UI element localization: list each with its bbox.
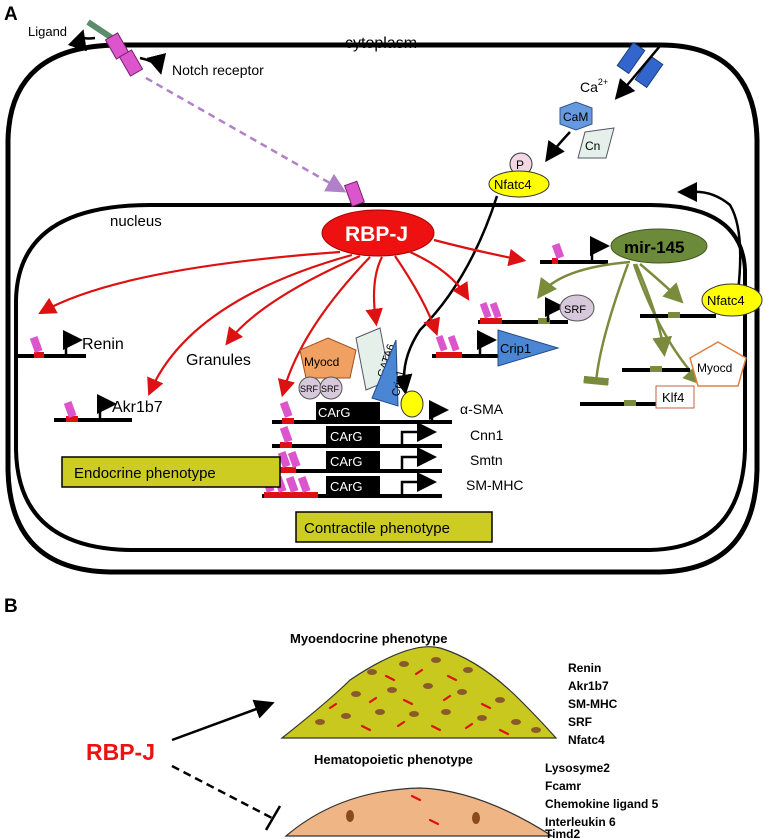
contractile-phenotype-box [295,511,493,543]
myoendocrine-rods [328,668,510,736]
hematopoietic-granule-2 [472,812,480,824]
panel-b-label: B [4,596,18,617]
hematopoietic-rod-1 [410,794,422,802]
nfatc4-cytoplasm-label: Nfatc4 [494,177,532,192]
cam-label: CaM [563,110,588,124]
calcium-label: Ca2+ [580,77,608,95]
contractile-phenotype-label: Contractile phenotype [304,520,450,537]
crip1-triangle [497,329,560,367]
akr1b7-gene [54,394,132,422]
carg-label-1: CArG [318,405,351,420]
renin-label: Renin [82,336,124,353]
cytoplasm-label: cytoplasm [345,35,417,52]
target-smmhc: SM-MHC [466,477,524,493]
carg-label-2: CArG [330,429,363,444]
rbpj-target-arrows [38,238,527,398]
hematopoietic-gene-3: Interleukin 6 [545,815,616,829]
carg-label-3: CArG [330,454,363,469]
hematopoietic-mound [284,787,555,837]
nfatc4-promoter-dot [400,390,424,418]
renin-gene [16,330,86,358]
myoendocrine-gene-list: Renin Akr1b7 SM-MHC SRF Nfatc4 [568,661,618,747]
klf4-label: Klf4 [662,390,684,405]
carg-row-4 [261,472,442,498]
myoendocrine-title: Myoendocrine phenotype [290,631,447,646]
klf4-gene [580,400,656,406]
repression-line [171,764,273,820]
nfatc4-nucleus [701,283,763,317]
cn-label: Cn [585,139,600,153]
cn-shape [577,127,615,159]
phosphate-label: P [516,158,524,172]
myocd-gene [622,366,690,372]
carg-row-1 [272,400,452,424]
rbpj-panel-b-label: RBP-J [86,739,155,765]
myoendocrine-gene-1: Akr1b7 [568,679,609,693]
notch-signal-arrow [145,76,347,193]
nfatc4-export-arrow [677,182,742,293]
ligand-label: Ligand [28,24,67,39]
myocd-left-label: Myocd [304,355,339,369]
cell-membrane [5,42,760,575]
repression-bar [264,805,282,831]
panel-a-label: A [4,4,18,25]
nfatc4-nucleus-label: Nfatc4 [707,293,745,308]
granules-label: Granules [186,352,251,369]
rbpj-node [321,209,435,257]
target-smtn: Smtn [470,452,503,468]
notch-receptor-label: Notch receptor [172,62,264,78]
klf4-box [655,385,695,409]
myoendocrine-gene-0: Renin [568,661,601,675]
nfatc4-cytoplasm [488,170,550,198]
mir145-target-arrows [537,260,704,386]
endocrine-phenotype-box [61,456,281,488]
crip1-small-shape [371,339,399,407]
mir145-label: mir-145 [624,238,684,257]
srf-node [559,294,595,322]
crip1-small-label: Crip1 [390,369,407,397]
srf-gene [478,297,568,324]
srf-bubble-2 [319,376,343,400]
notch-receptor [86,19,144,77]
hematopoietic-gene-2: Chemokine ligand 5 [545,797,659,811]
carg-row-2 [272,422,442,448]
nfatc4-gene [640,312,716,318]
rbpj-label: RBP-J [345,223,408,246]
hematopoietic-gene-0: Lysosyme2 [545,761,610,775]
myoendocrine-gene-3: SRF [568,715,592,729]
target-cnn1: Cnn1 [470,427,504,443]
mir145-node [610,228,708,264]
hematopoietic-gene-1: Fcamr [545,779,581,793]
mir145-gene [540,236,610,264]
cam-shape [559,101,593,131]
srf-label: SRF [564,304,586,316]
myoendocrine-gene-4: Nfatc4 [568,733,605,747]
myocd-right-shape [689,341,747,387]
nucleus-label: nucleus [110,213,162,230]
srf-bubble-2-label: SRF [321,384,340,394]
endocrine-phenotype-label: Endocrine phenotype [74,465,216,482]
myocd-right-label: Myocd [697,361,732,375]
akr1b7-label: Akr1b7 [112,399,163,416]
carg-row-3 [272,447,442,473]
hematopoietic-gene-list: Lysosyme2 Fcamr Chemokine ligand 5 Inter… [545,761,659,839]
nuclear-envelope [14,203,747,552]
nicd-fragment [343,180,365,208]
srf-bubble-1-label: SRF [300,384,319,394]
hematopoietic-gene-4: Timd2 [545,827,580,839]
carg-label-4: CArG [330,479,363,494]
hematopoietic-granule-1 [346,810,354,822]
hematopoietic-rod-2 [428,818,440,826]
activation-arrow [171,699,275,742]
target-asma: α-SMA [460,401,504,417]
myoendocrine-granules [315,657,541,733]
hematopoietic-title: Hematopoietic phenotype [314,752,473,767]
myoendocrine-gene-2: SM-MHC [568,697,618,711]
calcium-channel [616,41,664,89]
crip1-label: Crip1 [500,341,531,356]
